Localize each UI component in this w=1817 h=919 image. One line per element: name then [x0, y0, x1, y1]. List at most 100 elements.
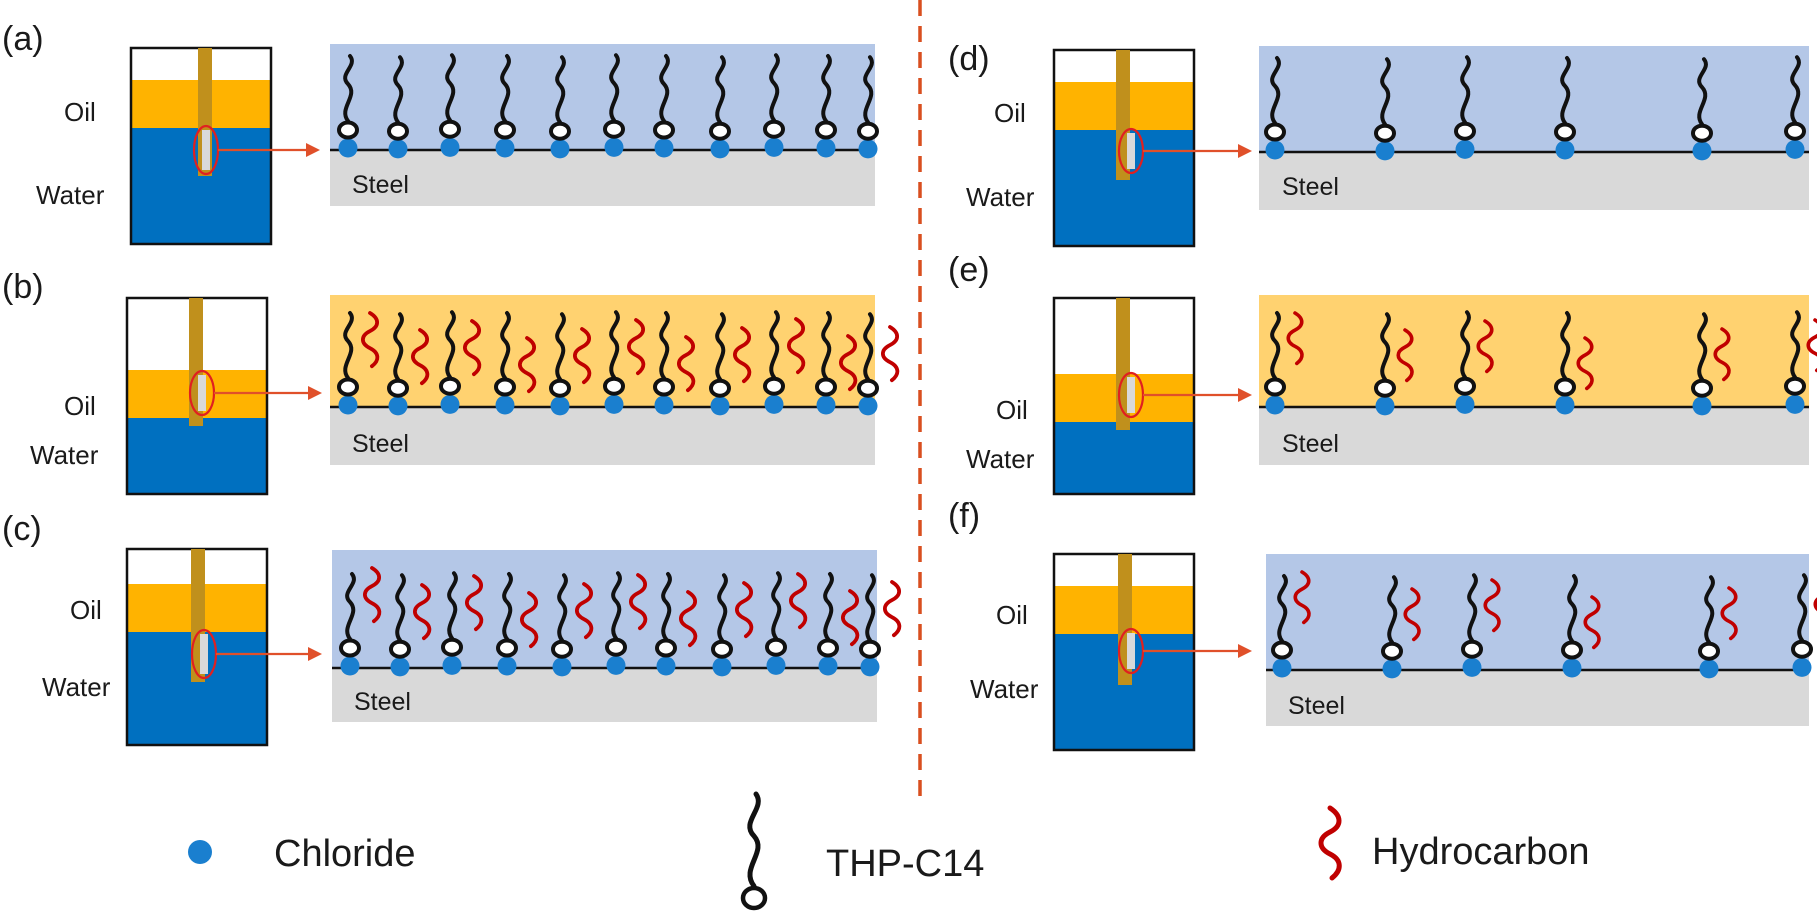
- thp-c14-head: [339, 638, 361, 658]
- thp-c14-tail: [343, 311, 354, 380]
- legend-thp-head: [740, 885, 768, 911]
- thp-c14-tail: [865, 573, 876, 643]
- chloride-ion: [710, 396, 730, 416]
- chloride-ion: [816, 138, 836, 158]
- thp-c14-head: [1554, 377, 1576, 397]
- legend-thp-tail: [747, 791, 761, 889]
- thp-c14-head: [439, 119, 461, 139]
- thp-c14-tail: [500, 54, 511, 123]
- oil-label: Oil: [996, 600, 1028, 630]
- hydrocarbon-molecule: [677, 335, 696, 393]
- thp-c14-head: [815, 377, 837, 397]
- thp-c14-head: [1271, 640, 1293, 660]
- thp-c14-head: [496, 638, 518, 658]
- thp-c14-head: [494, 120, 516, 140]
- water-label: Water: [966, 444, 1035, 474]
- thp-c14-head: [653, 120, 675, 140]
- chloride-ion: [550, 396, 570, 416]
- chloride-ion: [816, 395, 836, 415]
- chloride-ion: [1462, 657, 1482, 677]
- molecule-layer: [337, 53, 879, 159]
- thp-c14-tail: [1560, 56, 1571, 125]
- thp-c14-head: [337, 120, 359, 140]
- fluid-band-oil: [1259, 295, 1809, 407]
- chloride-ion: [1272, 658, 1292, 678]
- thp-c14-head: [653, 377, 675, 397]
- thp-c14-tail: [1467, 573, 1478, 643]
- hydrocarbon-molecule: [411, 328, 430, 386]
- hydrocarbon-molecule: [575, 582, 594, 640]
- thp-c14-head: [1561, 640, 1583, 660]
- hydrocarbon-molecule: [1286, 311, 1304, 366]
- zoom-arrow-head-icon: [1238, 644, 1252, 658]
- thp-c14-head: [549, 121, 571, 141]
- oil-label: Oil: [64, 97, 96, 127]
- thp-c14-head: [857, 378, 879, 398]
- thp-c14-tail: [1697, 57, 1708, 127]
- thp-c14-head: [709, 121, 731, 141]
- chloride-ion: [1265, 140, 1285, 160]
- chloride-ion: [654, 138, 674, 158]
- steel-substrate: [330, 150, 875, 206]
- chloride-ion: [340, 656, 360, 676]
- zoom-arrow-head-icon: [1238, 144, 1252, 158]
- chloride-dot-icon: [188, 840, 212, 864]
- steel-substrate: [332, 668, 877, 722]
- chloride-ion: [1375, 396, 1395, 416]
- rod-sample-area: [200, 634, 208, 674]
- legend: Chloride THP-C14 Hydrocarbon: [188, 791, 1590, 911]
- steel-label: Steel: [1282, 173, 1339, 201]
- chloride-ion: [858, 396, 878, 416]
- chloride-ion: [1785, 139, 1805, 159]
- thp-c14-head: [815, 120, 837, 140]
- chloride-ion: [440, 137, 460, 157]
- thp-c14-tail: [1697, 312, 1708, 382]
- chloride-ion: [656, 656, 676, 676]
- chloride-ion: [606, 655, 626, 675]
- thp-c14-head: [1264, 377, 1286, 397]
- chloride-ion: [1555, 395, 1575, 415]
- chloride-ion: [1785, 394, 1805, 414]
- thp-c14-tail: [609, 310, 620, 380]
- thp-c14-head: [389, 639, 411, 659]
- thp-c14-head: [1374, 378, 1396, 398]
- rod-sample-area: [198, 375, 206, 411]
- chloride-ion: [604, 137, 624, 157]
- thp-c14-head: [387, 121, 409, 141]
- thp-c14-head: [439, 376, 461, 396]
- thp-c14-tail: [1460, 310, 1471, 380]
- thp-c14-head: [763, 119, 785, 139]
- chloride-ion: [552, 657, 572, 677]
- thp-c14-head: [1784, 376, 1806, 396]
- thp-c14-tail: [1387, 575, 1398, 645]
- thp-c14-head: [1374, 123, 1396, 143]
- thp-c14-tail: [393, 55, 404, 125]
- chloride-ion: [654, 395, 674, 415]
- thp-c14-head: [387, 378, 409, 398]
- hydrocarbon-molecule: [1483, 578, 1501, 633]
- thp-c14-tail: [771, 571, 782, 641]
- thp-c14-head: [817, 638, 839, 658]
- thp-c14-tail: [445, 310, 456, 380]
- oil-label: Oil: [994, 98, 1026, 128]
- chloride-ion: [712, 657, 732, 677]
- chloride-ion: [495, 138, 515, 158]
- thp-c14-head: [711, 639, 733, 659]
- thp-c14-tail: [343, 54, 354, 123]
- chloride-ion: [1455, 139, 1475, 159]
- zoom-arrow-head-icon: [306, 143, 320, 157]
- thp-c14-tail: [1270, 311, 1281, 380]
- chloride-ion: [766, 655, 786, 675]
- thp-c14-tail: [555, 312, 566, 382]
- hydrocarbon-molecule: [627, 318, 646, 376]
- thp-c14-head: [655, 638, 677, 658]
- thp-c14-head: [494, 377, 516, 397]
- thp-c14-tail: [1277, 574, 1288, 643]
- hydrocarbon-molecule: [1476, 319, 1494, 374]
- thp-c14-tail: [1380, 312, 1391, 382]
- thp-c14-head: [605, 637, 627, 657]
